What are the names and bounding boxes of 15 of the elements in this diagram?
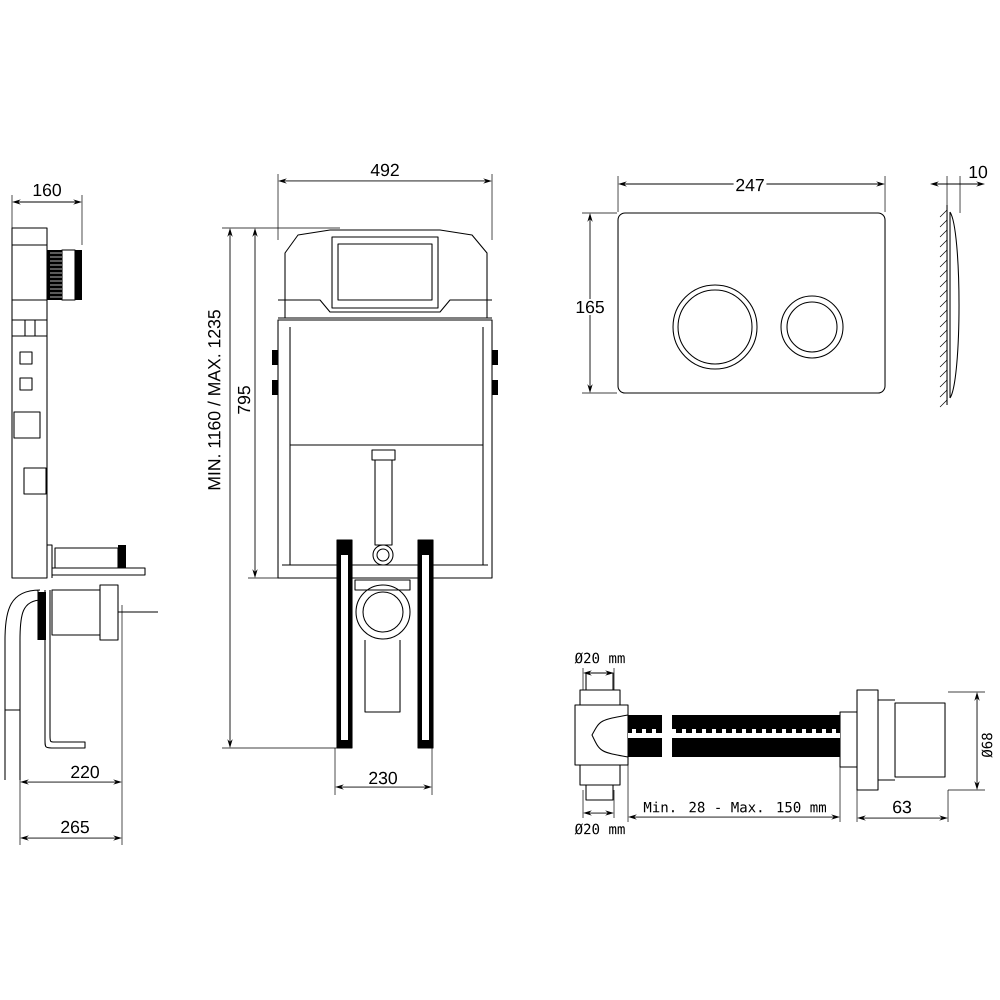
dimension-text: 230 bbox=[366, 770, 400, 786]
dimension-text: 795 bbox=[236, 384, 252, 416]
dimension-text: 492 bbox=[368, 162, 402, 178]
dimension-text: 160 bbox=[30, 182, 64, 198]
dimension-text: 10 bbox=[966, 164, 990, 180]
dimension-text: Ø20 mm bbox=[572, 650, 628, 666]
dimension-text: 63 bbox=[890, 799, 914, 815]
dimension-text: 220 bbox=[68, 764, 102, 780]
dimension-text: 165 bbox=[574, 299, 606, 315]
dimension-text: MIN. 1160 / MAX. 1235 bbox=[206, 308, 222, 492]
dimension-text: 247 bbox=[734, 177, 766, 193]
dimension-text: Ø20 mm bbox=[572, 822, 628, 836]
dimension-text: Min. 28 - Max. 150 mm bbox=[642, 800, 828, 814]
dimension-text: Ø68 bbox=[980, 730, 994, 760]
dimension-text: 265 bbox=[58, 819, 92, 835]
